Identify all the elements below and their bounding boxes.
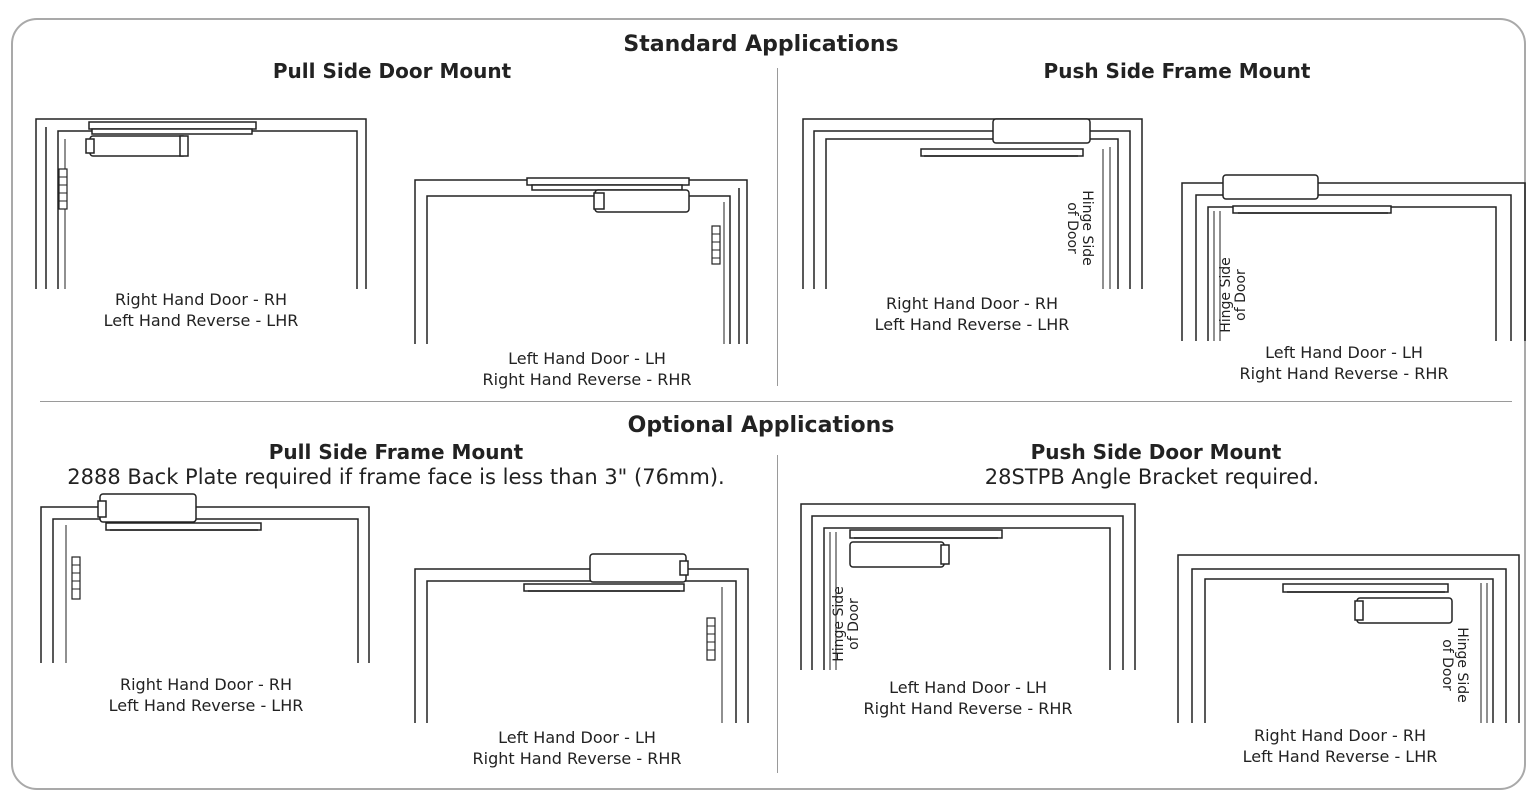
caption-pull-door-rh: Right Hand Door - RH Left Hand Reverse -… [103, 290, 299, 330]
section-divider [40, 401, 1512, 402]
door-diagram-pull-door-lh [414, 177, 748, 344]
caption-push-frame-lh: Left Hand Door - LH Right Hand Reverse -… [1239, 343, 1449, 383]
push-side-door-mount-note: 28STPB Angle Bracket required. [984, 465, 1320, 489]
door-diagram-push-door-rh [1177, 554, 1520, 723]
hinge-label-push-door-lh: Hinge Side of Door [831, 586, 862, 662]
door-diagram-push-frame-rh [802, 118, 1143, 289]
column-divider-optional [777, 455, 778, 773]
hinge-label-push-door-rh: Hinge Side of Door [1439, 627, 1470, 703]
caption-push-frame-rh: Right Hand Door - RH Left Hand Reverse -… [874, 294, 1070, 334]
caption-pull-door-lh: Left Hand Door - LH Right Hand Reverse -… [482, 349, 692, 389]
hinge-label-push-frame-rh: Hinge Side of Door [1064, 190, 1095, 266]
caption-pull-frame-rh: Right Hand Door - RH Left Hand Reverse -… [108, 675, 304, 715]
pull-side-frame-mount-note: 2888 Back Plate required if frame face i… [67, 465, 725, 489]
caption-push-door-rh: Right Hand Door - RH Left Hand Reverse -… [1242, 726, 1438, 766]
standard-applications-heading: Standard Applications [623, 32, 899, 57]
door-diagram-push-frame-lh [1181, 174, 1526, 341]
optional-applications-heading: Optional Applications [627, 413, 895, 438]
door-diagram-pull-door-rh [35, 118, 367, 289]
caption-push-door-lh: Left Hand Door - LH Right Hand Reverse -… [863, 678, 1073, 718]
panel-border [11, 18, 1526, 790]
door-diagram-pull-frame-lh [414, 553, 749, 723]
pull-side-frame-mount-title: Pull Side Frame Mount [268, 440, 524, 464]
push-side-frame-mount-title: Push Side Frame Mount [1043, 59, 1311, 83]
door-diagram-pull-frame-rh [40, 493, 370, 663]
caption-pull-frame-lh: Left Hand Door - LH Right Hand Reverse -… [472, 728, 682, 768]
door-diagram-push-door-lh [800, 503, 1136, 670]
hinge-label-push-frame-lh: Hinge Side of Door [1218, 257, 1249, 333]
push-side-door-mount-title: Push Side Door Mount [1030, 440, 1282, 464]
pull-side-door-mount-title: Pull Side Door Mount [272, 59, 512, 83]
column-divider-standard [777, 68, 778, 386]
